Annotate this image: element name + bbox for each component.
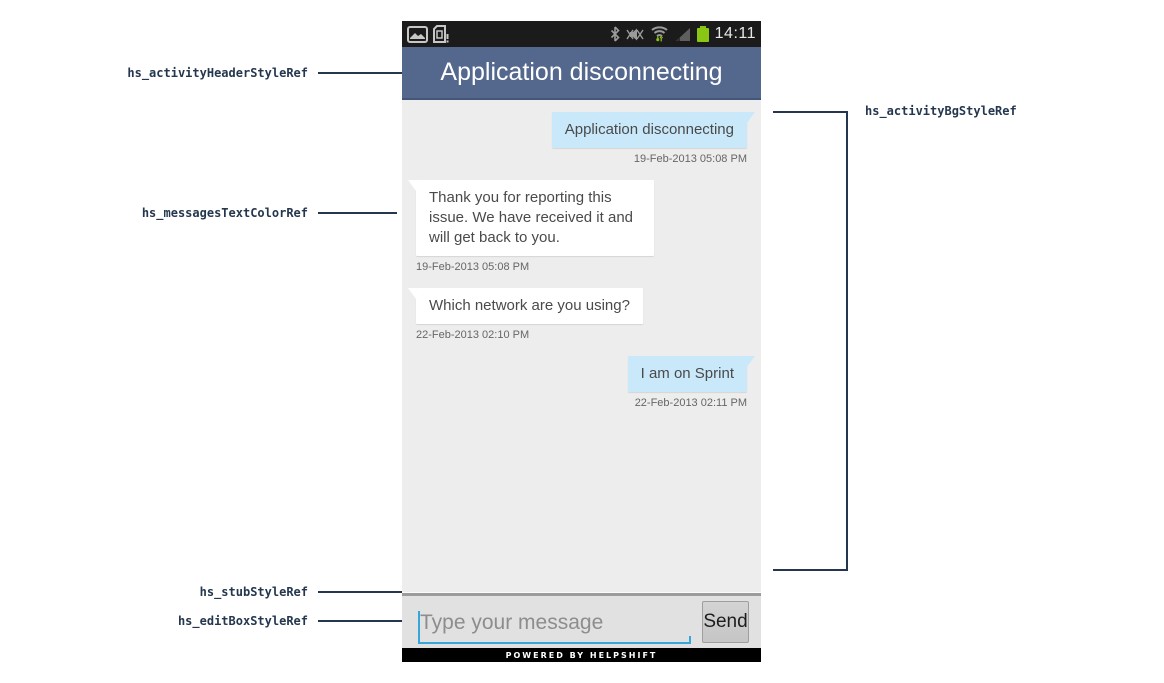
message-text: I am on Sprint (640, 365, 734, 382)
branding-footer: POWERED BY HELPSHIFT (402, 648, 761, 662)
chat-message: I am on Sprint 22-Feb-2013 02:11 PM (416, 356, 755, 409)
message-timestamp: 22-Feb-2013 02:10 PM (416, 329, 530, 341)
sim-warning-icon (433, 25, 449, 43)
activity-header: Application disconnecting (402, 47, 761, 100)
stub-divider (402, 592, 761, 596)
annotation-activity-header-style: hs_activityHeaderStyleRef (127, 66, 308, 80)
annotation-activity-bg-style: hs_activityBgStyleRef (865, 104, 1017, 118)
annotation-line (318, 72, 402, 74)
bubble-tail (408, 180, 416, 191)
text-cursor (418, 610, 420, 636)
status-bar-right: 14:11 (610, 25, 756, 43)
annotation-stub-style: hs_stubStyleRef (199, 585, 308, 599)
annotation-bracket (773, 111, 848, 571)
message-text: Thank you for reporting this issue. We h… (429, 189, 634, 246)
annotation-messages-text-color: hs_messagesTextColorRef (141, 206, 308, 220)
battery-icon (696, 26, 709, 42)
status-bar-clock: 14:11 (714, 25, 756, 42)
message-input[interactable] (420, 611, 691, 635)
activity-header-title: Application disconnecting (440, 58, 723, 86)
message-timestamp: 19-Feb-2013 05:08 PM (633, 153, 747, 165)
status-bar: 14:11 (402, 21, 761, 47)
wifi-icon (650, 26, 669, 42)
chat-bubble-incoming: Which network are you using? (408, 288, 643, 324)
chat-message: Application disconnecting 19-Feb-2013 05… (416, 112, 755, 165)
status-bar-left (407, 25, 449, 43)
annotation-edit-box-style: hs_editBoxStyleRef (177, 614, 308, 628)
send-button[interactable]: Send (702, 601, 749, 643)
chat-message: Which network are you using? 22-Feb-2013… (408, 288, 747, 341)
signal-icon (675, 27, 691, 41)
message-composer: Send (402, 596, 761, 648)
powered-by-label: POWERED BY HELPSHIFT (505, 650, 658, 660)
annotation-line (318, 620, 402, 622)
bubble-tail (408, 288, 416, 299)
message-text: Application disconnecting (564, 121, 734, 138)
message-timestamp: 19-Feb-2013 05:08 PM (416, 261, 530, 273)
edit-box[interactable] (418, 604, 691, 644)
conversation-area: Application disconnecting 19-Feb-2013 05… (402, 100, 761, 592)
chat-bubble-outgoing: I am on Sprint (627, 356, 755, 392)
annotation-line (318, 591, 402, 593)
phone-screen: 14:11 Application disconnecting Applicat… (402, 21, 761, 662)
message-text: Which network are you using? (429, 297, 630, 314)
message-timestamp: 22-Feb-2013 02:11 PM (634, 397, 747, 409)
bubble-tail (747, 356, 755, 367)
mute-icon (626, 27, 644, 42)
chat-message: Thank you for reporting this issue. We h… (408, 180, 747, 273)
chat-bubble-incoming: Thank you for reporting this issue. We h… (408, 180, 654, 256)
bluetooth-icon (610, 26, 620, 42)
chat-bubble-outgoing: Application disconnecting (551, 112, 755, 148)
bubble-tail (747, 112, 755, 123)
gallery-icon (407, 25, 428, 43)
annotation-line (318, 212, 397, 214)
